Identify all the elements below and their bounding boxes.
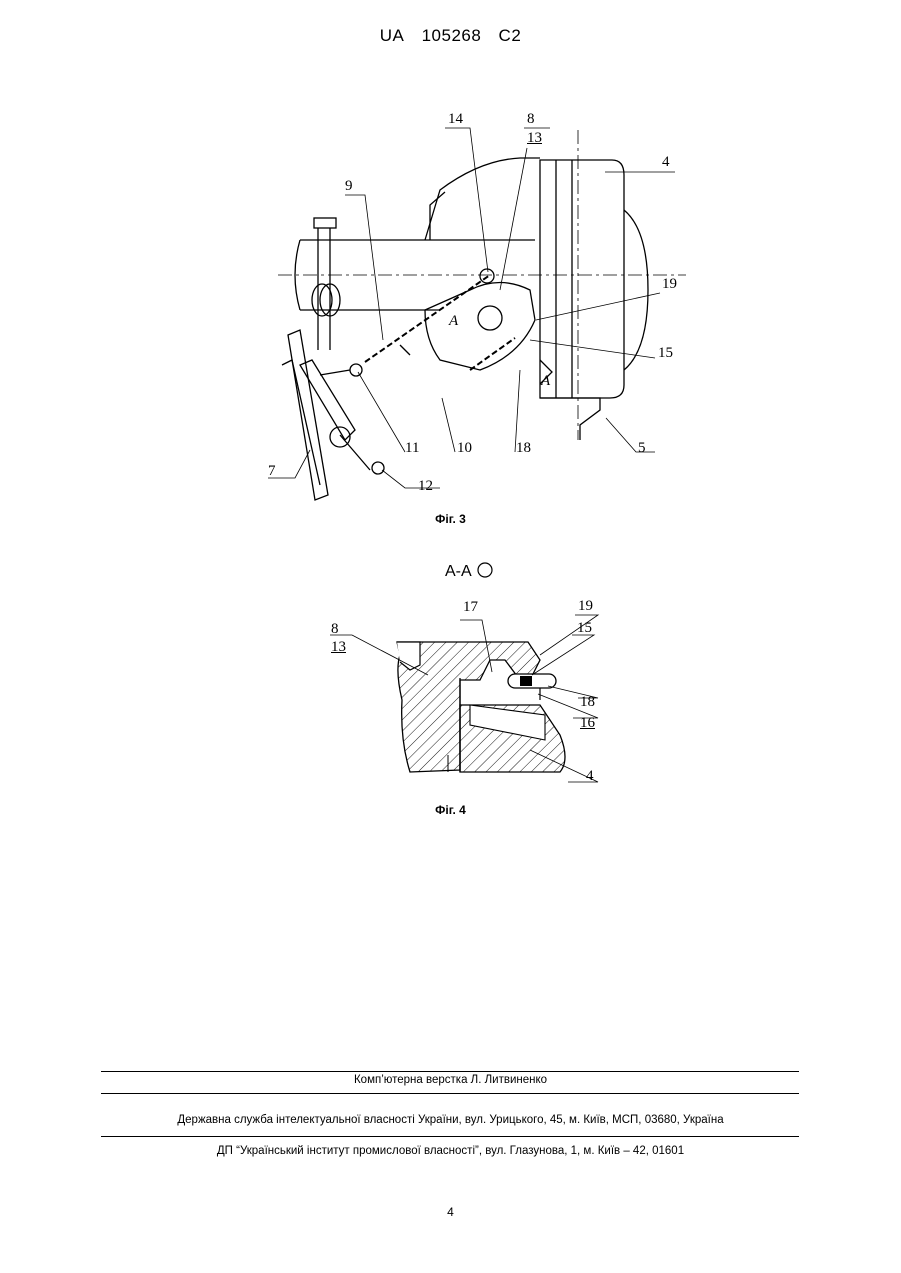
fig3-label-4: 4 [662, 154, 670, 171]
rotation-circle-icon [476, 561, 494, 579]
footer-institute-address: ДП “Український інститут промислової вла… [0, 1145, 901, 1157]
fig3-label-12: 12 [418, 478, 433, 495]
footer-office-address: Державна служба інтелектуальної власност… [0, 1114, 901, 1126]
footer-rule-bottom [101, 1136, 799, 1137]
fig4-label-4: 4 [586, 768, 594, 785]
fig4-label-19: 19 [578, 598, 593, 615]
fig3-label-14: 14 [448, 111, 463, 128]
fig3-label-19: 19 [662, 276, 677, 293]
fig3-label-8: 8 [527, 111, 535, 128]
fig3-label-7: 7 [268, 463, 276, 480]
fig4-label-13: 13 [331, 639, 346, 656]
figure-4-caption: Фіг. 4 [0, 803, 901, 817]
footer-layout-credit: Комп’ютерна верстка Л. Литвиненко [0, 1074, 901, 1086]
footer-rule-top [101, 1071, 799, 1072]
fig3-section-mark-a2: A [541, 373, 550, 390]
section-aa-title: А-А [445, 561, 494, 581]
fig4-label-17: 17 [463, 599, 478, 616]
fig3-label-11: 11 [405, 440, 419, 457]
fig3-label-15: 15 [658, 345, 673, 362]
fig4-label-16: 16 [580, 715, 595, 732]
figure-3-caption: Фіг. 3 [0, 512, 901, 526]
page-number: 4 [0, 1205, 901, 1219]
fig3-label-18: 18 [516, 440, 531, 457]
section-aa-text: А-А [445, 563, 472, 580]
fig3-label-13: 13 [527, 130, 542, 147]
fig4-label-8: 8 [331, 621, 339, 638]
fig3-label-5: 5 [638, 440, 646, 457]
fig3-section-mark-a1: A [449, 313, 458, 330]
figure-3-drawing [0, 0, 901, 520]
figure-4-drawing [0, 590, 901, 800]
fig4-label-18: 18 [580, 694, 595, 711]
footer-rule-middle [101, 1093, 799, 1094]
fig3-label-9: 9 [345, 178, 353, 195]
fig4-label-15: 15 [577, 620, 592, 637]
fig3-label-10: 10 [457, 440, 472, 457]
